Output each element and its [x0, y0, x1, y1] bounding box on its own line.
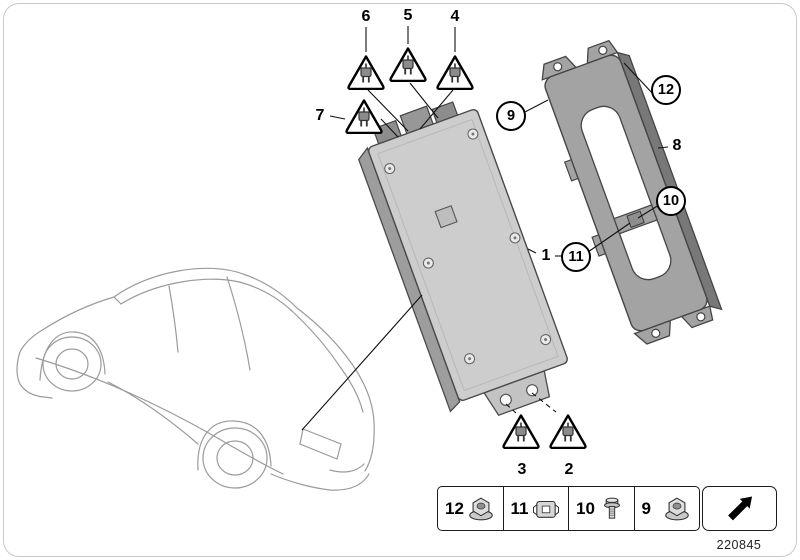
diagram-number: 220845 [716, 538, 762, 552]
plug-triangle-7-icon[interactable] [345, 99, 383, 134]
legend-item-11[interactable]: 11 [502, 487, 569, 530]
callout-10[interactable]: 10 [656, 186, 686, 216]
fastener-legend: 12 11 10 9 [437, 486, 700, 531]
callout-6[interactable]: 6 [361, 8, 371, 25]
callout-11[interactable]: 11 [561, 242, 591, 272]
callout-2[interactable]: 2 [564, 461, 574, 478]
callout-12[interactable]: 12 [651, 75, 681, 105]
plug-triangle-4-icon[interactable] [436, 55, 474, 90]
mounting-bracket[interactable] [531, 36, 724, 349]
legend-item-12[interactable]: 12 [438, 487, 503, 530]
flange-nut-icon [662, 495, 692, 523]
callout-5[interactable]: 5 [403, 7, 413, 24]
car-outline-sketch [16, 267, 375, 491]
plug-triangle-2-icon[interactable] [549, 414, 587, 449]
cage-nut-icon [531, 495, 561, 523]
legend-number: 9 [641, 498, 651, 518]
legend-number: 10 [576, 498, 595, 518]
plug-triangle-6-icon[interactable] [347, 55, 385, 90]
callout-7[interactable]: 7 [315, 107, 325, 124]
legend-number: 11 [510, 498, 529, 518]
plug-triangle-3-icon[interactable] [502, 414, 540, 449]
callout-3[interactable]: 3 [517, 461, 527, 478]
callout-9[interactable]: 9 [496, 101, 526, 131]
hex-bolt-icon [597, 495, 627, 523]
telematics-module[interactable] [350, 90, 578, 430]
fold-arrow-box[interactable] [702, 486, 777, 531]
callout-4[interactable]: 4 [450, 8, 460, 25]
callout-1[interactable]: 1 [541, 247, 551, 264]
legend-number: 12 [445, 498, 464, 518]
leader-lines [301, 26, 669, 431]
legend-item-9[interactable]: 9 [633, 487, 700, 530]
plug-triangle-5-icon[interactable] [389, 47, 427, 82]
callout-8[interactable]: 8 [672, 137, 682, 154]
fold-arrow-icon [722, 493, 758, 524]
legend-item-10[interactable]: 10 [568, 487, 634, 530]
flange-nut-icon [466, 495, 496, 523]
